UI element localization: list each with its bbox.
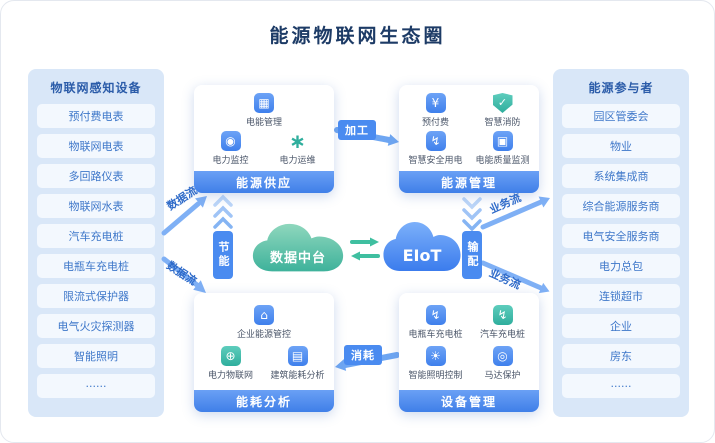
car-charging-icon: ↯ [492,304,513,325]
device-item: 汽车充电桩 [37,224,155,248]
data-flow-bottom-label: 数据流 [164,258,199,288]
power-ops-icon: ∗ [289,129,306,153]
participant-item: 电力总包 [562,254,680,278]
card-title-energy-supply: 能源供应 [194,171,334,193]
feature-item: ▣ 电能质量监测 [469,131,536,166]
data-platform-cloud: 数据中台 [250,221,346,281]
feature-label: 电力监控 [212,156,249,166]
cloud-shape [252,223,344,272]
feature-label: 企业能源管控 [236,329,291,340]
feature-item: ☀ 智能照明控制 [402,346,469,381]
card-energy-supply: ▦ 电能管理 ◉ 电力监控 ∗ 电力运维 能源供应 [194,85,334,193]
processing-label: 加工 [338,120,376,140]
feature-label: 电能质量监测 [475,156,530,166]
iot-devices-panel: 物联网感知设备 预付费电表 物联网电表 多回路仪表 物联网水表 汽车充电桩 电瓶… [28,69,164,417]
power-iot-globe-icon: ⊕ [220,346,241,367]
smart-lighting-icon: ☀ [425,346,446,367]
power-monitoring-icon: ◉ [220,131,241,151]
feature-label: 预付费 [421,118,449,128]
feature-label: 电力物联网 [207,371,253,382]
power-quality-icon: ▣ [492,131,513,151]
feature-item: ◉ 电力监控 [197,131,264,166]
transmission-label: 输配 [462,231,482,279]
feature-item: ⌂ 企业能源管控 [197,304,331,340]
feature-item: ∗ 电力运维 [264,131,331,166]
feature-item: ▦ 电能管理 [197,93,331,128]
device-item: 物联网水表 [37,194,155,218]
card-title-device-management: 设备管理 [399,390,539,412]
power-management-icon: ▦ [254,93,274,113]
energy-participants-panel-title: 能源参与者 [588,81,654,95]
building-energy-icon: ▤ [287,346,308,367]
ebike-charging-icon: ↯ [425,304,446,325]
device-item: 预付费电表 [37,104,155,128]
feature-label: 智能照明控制 [408,371,463,382]
card-energy-management: ¥ 预付费 ✓ 智慧消防 ↯ 智慧安全用电 ▣ 电能质量监测 能源管理 [399,85,539,193]
chevron-up-stack [213,194,233,229]
feature-item: ↯ 汽车充电桩 [469,304,536,340]
device-item: 电瓶车充电桩 [37,254,155,278]
participant-item: 园区管委会 [562,104,680,128]
feature-item: ↯ 电瓶车充电桩 [402,304,469,340]
participant-item: 企业 [562,314,680,338]
participant-item: 房东 [562,344,680,368]
feature-label: 电力运维 [279,156,316,166]
data-platform-label: 数据中台 [269,250,326,266]
device-item: 限流式保护器 [37,284,155,308]
device-item: 物联网电表 [37,134,155,158]
consumption-label: 消耗 [344,345,382,365]
motor-protection-icon: ◎ [492,346,513,367]
participant-item: 物业 [562,134,680,158]
exchange-arrow-left [351,251,380,261]
device-item: 电气火灾探测器 [37,314,155,338]
card-energy-analysis: ⌂ 企业能源管控 ⊕ 电力物联网 ▤ 建筑能耗分析 能耗分析 [194,293,334,412]
feature-item: ✓ 智慧消防 [469,93,536,128]
cloud-shape [383,222,461,271]
device-item: 多回路仪表 [37,164,155,188]
iot-devices-panel-title: 物联网感知设备 [50,81,142,95]
enterprise-energy-icon: ⌂ [254,304,274,325]
feature-item: ⊕ 电力物联网 [197,346,264,381]
energy-saving-label: 节能 [213,231,233,279]
chevron-down-stack [462,197,482,232]
participant-item: 综合能源服务商 [562,194,680,218]
eiot-cloud: EIoT [381,219,463,281]
card-device-management: ↯ 电瓶车充电桩 ↯ 汽车充电桩 ☀ 智能照明控制 ◎ 马达保护 设备管理 [399,293,539,412]
safe-electricity-icon: ↯ [425,131,446,151]
exchange-arrow-right [350,237,379,247]
feature-label: 马达保护 [484,371,521,382]
device-item-ellipsis: ······ [37,374,155,398]
card-title-energy-management: 能源管理 [399,171,539,193]
page-title: 能源物联网生态圈 [269,25,446,47]
feature-item: ¥ 预付费 [402,93,469,128]
feature-item: ↯ 智慧安全用电 [402,131,469,166]
feature-label: 电瓶车充电桩 [408,329,463,340]
eiot-label: EIoT [402,245,442,265]
feature-label: 建筑能耗分析 [270,371,325,382]
feature-item: ◎ 马达保护 [469,346,536,381]
participant-item: 连锁超市 [562,284,680,308]
energy-participants-panel: 能源参与者 园区管委会 物业 系统集成商 综合能源服务商 电气安全服务商 电力总… [553,69,689,417]
card-title-energy-analysis: 能耗分析 [194,390,334,412]
device-item: 智能照明 [37,344,155,368]
participant-item-ellipsis: ······ [562,374,680,398]
participant-item: 系统集成商 [562,164,680,188]
feature-label: 智慧消防 [484,118,521,128]
prepaid-icon: ¥ [425,93,446,113]
feature-item: ▤ 建筑能耗分析 [264,346,331,381]
business-flow-bottom-label: 业务流 [487,266,523,292]
business-flow-top-label: 业务流 [487,191,523,217]
participant-item: 电气安全服务商 [562,224,680,248]
feature-label: 电能管理 [245,118,282,128]
feature-label: 智慧安全用电 [408,156,463,166]
feature-label: 汽车充电桩 [479,329,525,340]
data-flow-top-label: 数据流 [164,183,200,213]
fire-safety-shield-icon: ✓ [492,93,513,113]
